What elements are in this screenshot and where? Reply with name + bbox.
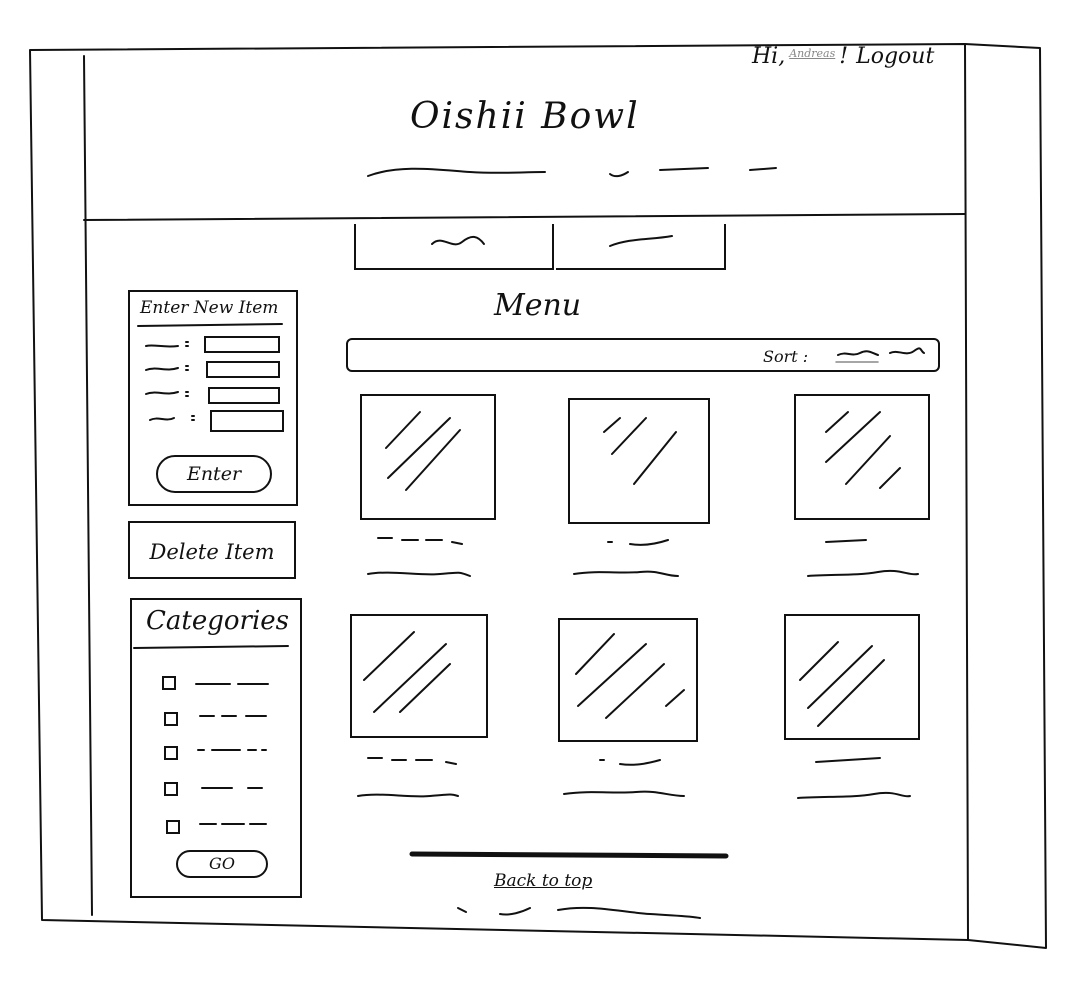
categories-panel — [130, 598, 302, 898]
site-title: Oishii Bowl — [410, 96, 640, 137]
new-item-panel — [128, 290, 298, 506]
category-checkbox-4[interactable] — [164, 782, 178, 796]
category-checkbox-2[interactable] — [164, 712, 178, 726]
sort-bar — [346, 338, 940, 372]
menu-item-image-1[interactable] — [360, 394, 496, 520]
nav-tab-2[interactable] — [556, 224, 726, 270]
new-item-field-3[interactable] — [208, 387, 280, 404]
sort-select[interactable] — [834, 343, 926, 363]
new-item-title: Enter New Item — [140, 298, 279, 318]
nav-tab-1[interactable] — [354, 224, 554, 270]
greeting-suffix: ! — [839, 44, 849, 69]
menu-item-image-5[interactable] — [558, 618, 698, 742]
menu-item-image-6[interactable] — [784, 614, 920, 740]
delete-item-button[interactable]: Delete Item — [128, 521, 296, 579]
sort-label: Sort : — [763, 347, 809, 366]
menu-item-image-4[interactable] — [350, 614, 488, 738]
sort-value-squiggle — [837, 347, 925, 356]
back-to-top-link[interactable]: Back to top — [494, 871, 593, 891]
user-name-link[interactable]: Andreas — [789, 47, 836, 60]
category-checkbox-3[interactable] — [164, 746, 178, 760]
greeting-prefix: Hi, — [752, 44, 786, 69]
categories-title: Categories — [146, 606, 289, 636]
user-greeting: Hi,Andreas! Logout — [752, 44, 934, 69]
new-item-field-2[interactable] — [206, 361, 280, 378]
menu-item-image-2[interactable] — [568, 398, 710, 524]
enter-button[interactable]: Enter — [156, 455, 272, 493]
menu-item-image-3[interactable] — [794, 394, 930, 520]
logout-link[interactable]: Logout — [856, 44, 935, 69]
go-button[interactable]: GO — [176, 850, 268, 878]
category-checkbox-5[interactable] — [166, 820, 180, 834]
category-checkbox-1[interactable] — [162, 676, 176, 690]
new-item-field-4[interactable] — [210, 410, 284, 432]
new-item-field-1[interactable] — [204, 336, 280, 353]
menu-title: Menu — [494, 288, 582, 323]
